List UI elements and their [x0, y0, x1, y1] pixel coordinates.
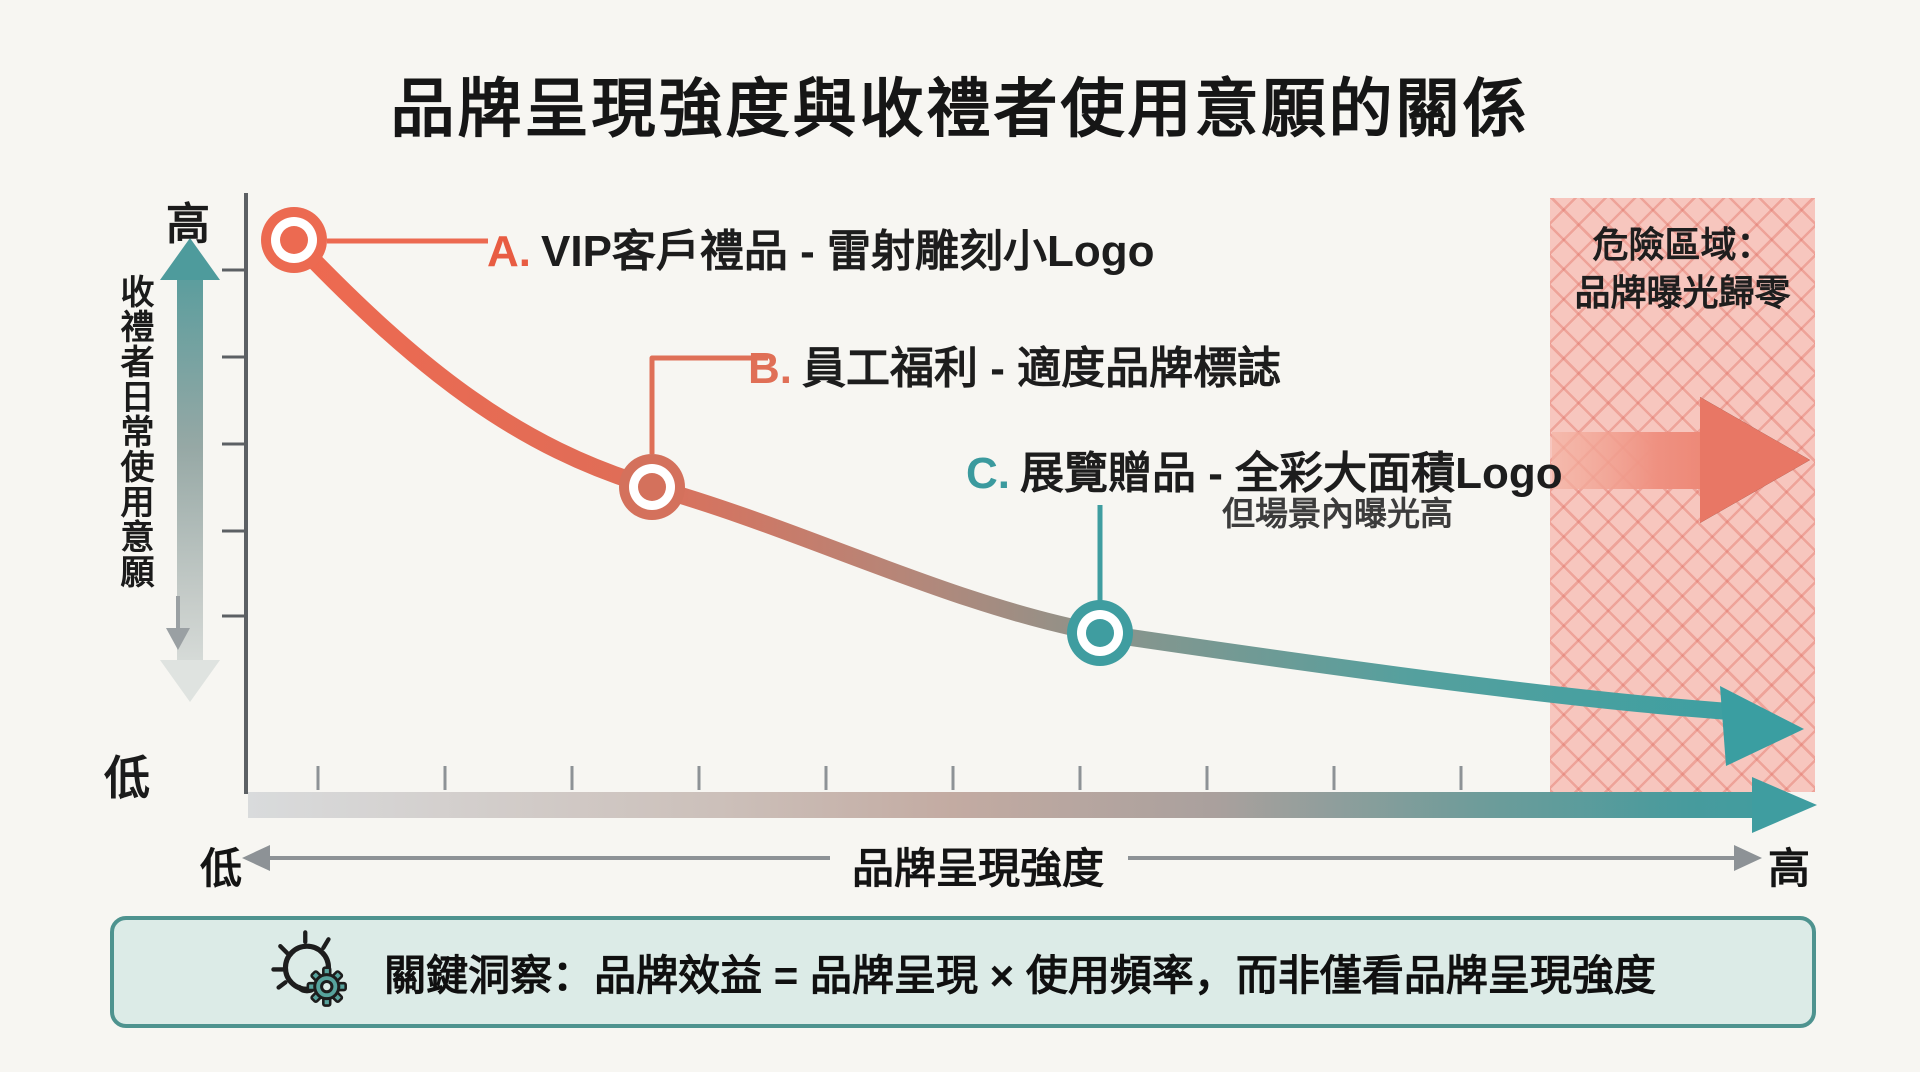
lightbulb-gear-icon — [271, 930, 348, 1007]
x-axis-high-label: 高 — [1768, 845, 1811, 892]
x-axis-ticks — [316, 766, 1463, 790]
y-axis-high-label: 高 — [166, 200, 210, 249]
point-b-marker — [619, 454, 685, 520]
insight-box: 關鍵洞察：品牌效益 = 品牌呈現 × 使用頻率，而非僅看品牌呈現強度 — [110, 916, 1816, 1028]
x-low-arrow — [242, 845, 830, 871]
point-c-note: 但場景內曝光高 — [1222, 495, 1453, 532]
point-c-label: C.展覽贈品 - 全彩大面積Logo — [966, 437, 1563, 501]
y-direction-arrow — [160, 238, 220, 702]
y-axis-low-label: 低 — [104, 752, 150, 804]
y-axis-line — [222, 193, 248, 794]
point-b-text: 員工福利 - 適度品牌標誌 — [802, 344, 1282, 393]
point-c-prefix: C. — [966, 449, 1010, 498]
danger-zone-line2: 品牌曝光歸零 — [1574, 271, 1791, 313]
down-arrow-icon — [166, 596, 190, 650]
point-a-prefix: A. — [487, 227, 531, 276]
page-title: 品牌呈現強度與收禮者使用意願的關係 — [390, 73, 1530, 145]
point-b-prefix: B. — [748, 344, 792, 393]
x-axis-low-label: 低 — [200, 845, 243, 892]
point-c-marker — [1067, 600, 1133, 666]
danger-zone-line1: 危險區域： — [1592, 224, 1773, 265]
point-a-label: A.VIP客戶禮品 - 雷射雕刻小Logo — [487, 215, 1155, 279]
y-axis-label: 收禮者日常使用意願 — [115, 274, 153, 589]
point-a-marker — [261, 207, 327, 273]
x-high-arrow — [1128, 845, 1762, 871]
danger-zone-label: 危險區域： 品牌曝光歸零 — [1550, 221, 1815, 316]
insight-text: 關鍵洞察：品牌效益 = 品牌呈現 × 使用頻率，而非僅看品牌呈現強度 — [384, 951, 1656, 999]
x-axis-label: 品牌呈現強度 — [852, 845, 1105, 892]
point-a-text: VIP客戶禮品 - 雷射雕刻小Logo — [541, 227, 1155, 276]
point-b-label: B.員工福利 - 適度品牌標誌 — [748, 332, 1281, 396]
point-c-text: 展覽贈品 - 全彩大面積Logo — [1020, 449, 1563, 498]
